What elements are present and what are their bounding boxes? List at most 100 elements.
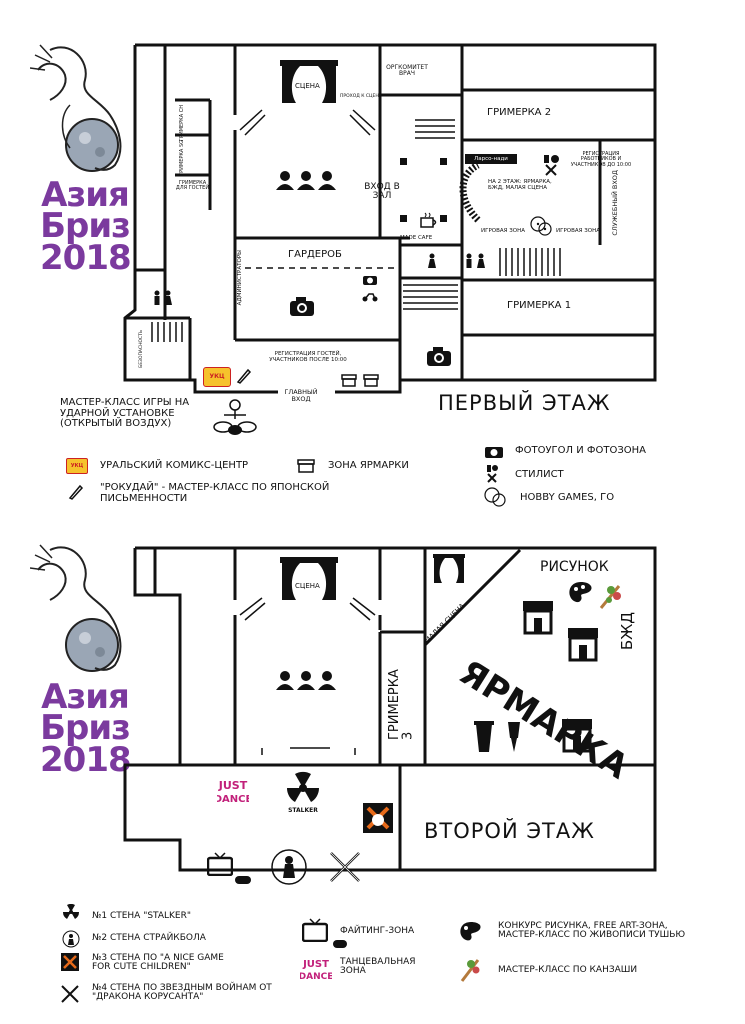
floor1-title: Первый этаж (438, 391, 611, 415)
legend-wall1: №1 стена "STALKER" (92, 911, 192, 921)
logo2-line1: Азия (41, 677, 130, 717)
floor2-walls (123, 546, 657, 872)
drums-icon (213, 399, 257, 435)
toilet-icon (154, 290, 172, 305)
pen-legend-icon (68, 484, 84, 500)
just-dance-logo: JUST DANCE (217, 779, 249, 805)
dance-legend-icon: JUST DANCE (300, 959, 332, 982)
stylist-legend-icon (487, 465, 498, 483)
photo-icon-2 (427, 347, 451, 366)
grimerka-sg-label: Гримерка SG (179, 140, 185, 176)
fair-legend-icon (297, 459, 315, 473)
sharp-badge: Ларсо-нади (465, 154, 517, 164)
stalker-legend-icon (62, 904, 80, 919)
nice-game-legend-icon (61, 953, 79, 971)
nice-game-icon (363, 803, 393, 833)
shop-icon-3 (562, 719, 592, 753)
grimerka-guests-label: Гримерка для гостей (175, 180, 210, 192)
second-floor-note: На 2 этаж: ярмарка, БЖД, малая сцена (488, 179, 552, 191)
logo2-line2: Бриз (40, 708, 131, 749)
passage-label: Проход к сцене (340, 94, 382, 99)
gamepad-icon (235, 876, 251, 884)
svg-text:JUST: JUST (218, 779, 248, 792)
svg-text:DANCE: DANCE (217, 794, 249, 805)
tv-legend-icon (302, 918, 328, 942)
legend-wall4: №4 стена по звездным войнам от "Дракона … (92, 983, 272, 1003)
grimerka1-label: Гримерка 1 (507, 300, 572, 311)
toilet-female-icon (428, 253, 436, 268)
floor2-title: Второй этаж (424, 819, 595, 843)
hobby-dice-icon (530, 216, 552, 236)
stage-icon-2 (280, 557, 338, 600)
logo2-line3: 2018 (40, 739, 132, 780)
kanzashi-legend-icon (460, 959, 480, 982)
legend-hobby: Hobby Games, го (520, 492, 615, 503)
hobby-legend-icon (484, 487, 506, 507)
palette-icon (569, 582, 592, 603)
food-drink-icon (474, 721, 520, 752)
photo-icon (290, 297, 314, 316)
shop-icon-2 (568, 628, 598, 662)
risunok-label: Рисунок (540, 559, 609, 575)
photo-icon-3 (363, 276, 377, 285)
floor2-scene-label: Сцена (295, 582, 320, 590)
legend-fair: Зона ярмарки (328, 460, 409, 471)
ukc-legend-icon: УКЦ (66, 458, 88, 474)
pillars (400, 158, 447, 222)
legend-ukc: Уральский комикс-центр (100, 460, 249, 471)
lightsabers-legend-icon (61, 985, 79, 1003)
shop-icon (523, 601, 553, 635)
logo-line1: Азия (41, 175, 130, 215)
photo-legend-icon (485, 447, 503, 458)
dragon-moon-emblem (30, 44, 122, 172)
bzhd-label: БЖД (618, 612, 636, 651)
floor1-scene-label: Сцена (295, 82, 320, 90)
grimerka2-label: Гримерка 2 (487, 107, 552, 118)
stylist-icon (544, 155, 559, 176)
svg-text:DANCE: DANCE (300, 972, 332, 982)
dragon-moon-emblem-2 (30, 544, 122, 672)
audience-icon-2 (276, 671, 336, 690)
legend-drawing: Конкурс рисунка, free art-зона, мастер-к… (498, 921, 686, 941)
fair-stalls (341, 374, 379, 387)
drums-caption: Мастер-класс игры на ударной установке (… (60, 397, 190, 429)
logo-line3: 2018 (40, 237, 132, 278)
vhod-zal-label: Вход в зал (364, 182, 400, 202)
reg-guests-label: Регистрация гостей, участников после 10:… (269, 351, 347, 363)
legend-dance: Танцевальная зона (340, 957, 416, 977)
airsoft-legend-icon (62, 930, 80, 948)
legend-fighting: Файтинг-зона (340, 926, 415, 936)
main-entrance-label: Главный вход (284, 388, 318, 403)
palette-legend-icon (460, 922, 481, 941)
brush-pen-icon (236, 368, 252, 384)
legend-wall2: №2 стена страйкбола (92, 933, 206, 943)
small-stage-icon (433, 554, 465, 583)
svg-text:JUST: JUST (302, 959, 329, 970)
stalker-radiation-icon: STALKER (286, 771, 320, 814)
org-vrach-label: Оргкомитет врач (386, 64, 428, 78)
ukc-badge: УКЦ (203, 367, 231, 387)
backstage-label: Безопасность (139, 330, 144, 368)
cafe-label: Made Cafe (400, 235, 433, 241)
floor1-walls (123, 43, 657, 394)
legend-kanzashi: Мастер-класс по канзаши (498, 965, 638, 975)
legend-rokudai: "Рокудай" - мастер-класс по японской пис… (100, 482, 330, 504)
legend-photo: Фотоугол и фотозона (515, 445, 646, 456)
lightsabers-icon (330, 852, 360, 882)
kanzashi-icon (599, 585, 621, 609)
logo-line2: Бриз (40, 206, 131, 247)
game-zone-b: Игровая зона (556, 228, 600, 234)
service-exit-label: Служебный вход (611, 170, 619, 236)
cafe-cup-icon (420, 212, 437, 228)
legend-stylist: Стилист (515, 469, 564, 480)
toilet-icon-2 (466, 253, 485, 268)
airsoft-icon (271, 849, 307, 885)
game-zone-a: Игровая зона (481, 228, 525, 234)
registration-staff-label: Регистрация работников и участников до 1… (570, 151, 632, 168)
legend-wall3: №3 стена по "A Nice Game For Cute Childr… (92, 953, 224, 973)
stalker-text: STALKER (288, 807, 318, 814)
tv-icon (207, 852, 233, 876)
audience-icon (276, 171, 336, 190)
gamepad-legend-icon (333, 940, 347, 948)
grimerka-sn-label: Гримерка СН (179, 105, 185, 142)
